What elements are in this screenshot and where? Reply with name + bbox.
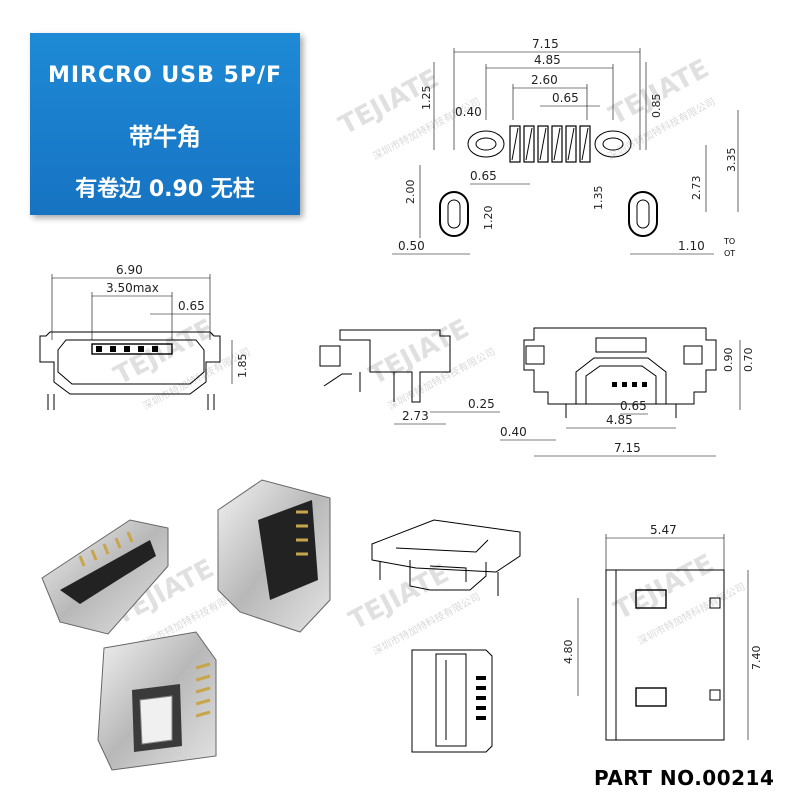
part-number: PART NO.00214 (594, 766, 775, 790)
dim-0-25: 0.25 (468, 397, 495, 411)
dim-7-15-rear: 7.15 (614, 441, 641, 455)
title-banner: MIRCRO USB 5P/F 带牛角 有卷边 0.90 无柱 (30, 33, 300, 215)
dim-0-40-rear: 0.40 (500, 425, 527, 439)
dim-3-35: 3.35 (725, 148, 738, 173)
side-view: 2.73 0.25 (319, 329, 500, 425)
front-view: 6.90 3.50max 0.65 1.85 (39, 263, 249, 410)
dim-0-85: 0.85 (650, 94, 663, 119)
note-ot: OT (724, 249, 735, 258)
plan-view (411, 649, 493, 753)
dim-1-20: 1.20 (482, 206, 495, 231)
isometric-view (371, 519, 521, 596)
dim-4-80: 4.80 (562, 640, 575, 665)
signal-pads (509, 125, 591, 163)
banner-spec: 有卷边 0.90 无柱 (75, 177, 255, 202)
dim-5-47: 5.47 (650, 523, 677, 537)
footprint-view: 7.15 4.85 2.60 0.65 0.40 1.25 0.85 (392, 37, 739, 258)
dim-0-65-mid: 0.65 (470, 169, 497, 183)
watermarks: TEJIATE TEJIATE TEJIATE TEJIATE TEJIATE … (109, 54, 747, 658)
dim-3-50max: 3.50max (106, 281, 159, 295)
watermark-brand-2: TEJIATE (604, 54, 714, 131)
dim-0-90: 0.90 (722, 348, 735, 373)
connector-photo (41, 479, 331, 771)
note-to: TO (723, 237, 735, 246)
dim-2-73-side: 2.73 (402, 409, 429, 423)
dim-0-50: 0.50 (398, 239, 425, 253)
dim-2-73: 2.73 (690, 176, 703, 201)
dim-2-60: 2.60 (531, 73, 558, 87)
watermark-brand-4: TEJIATE (364, 314, 474, 391)
dim-0-40: 0.40 (455, 105, 482, 119)
rear-view: 0.65 4.85 0.40 7.15 0.90 0.70 (500, 327, 755, 457)
dim-1-35: 1.35 (592, 186, 605, 211)
bottom-view: 5.47 4.80 7.40 (562, 523, 763, 741)
dim-6-90: 6.90 (116, 263, 143, 277)
dim-4-85-top: 4.85 (534, 53, 561, 67)
dim-1-10: 1.10 (678, 239, 705, 253)
dim-0-70: 0.70 (742, 348, 755, 373)
dim-0-65-rear: 0.65 (620, 399, 647, 413)
dim-4-85-rear: 4.85 (606, 413, 633, 427)
dim-7-40: 7.40 (750, 646, 763, 671)
dim-1-85: 1.85 (236, 354, 249, 379)
dim-2-00: 2.00 (404, 180, 417, 205)
dim-0-65-front: 0.65 (178, 299, 205, 313)
banner-feature: 带牛角 (129, 123, 201, 151)
banner-model: MIRCRO USB 5P/F (47, 63, 283, 88)
dim-0-65-top: 0.65 (552, 91, 579, 105)
dim-1-25: 1.25 (420, 86, 433, 111)
dim-7-15-top: 7.15 (532, 37, 559, 51)
